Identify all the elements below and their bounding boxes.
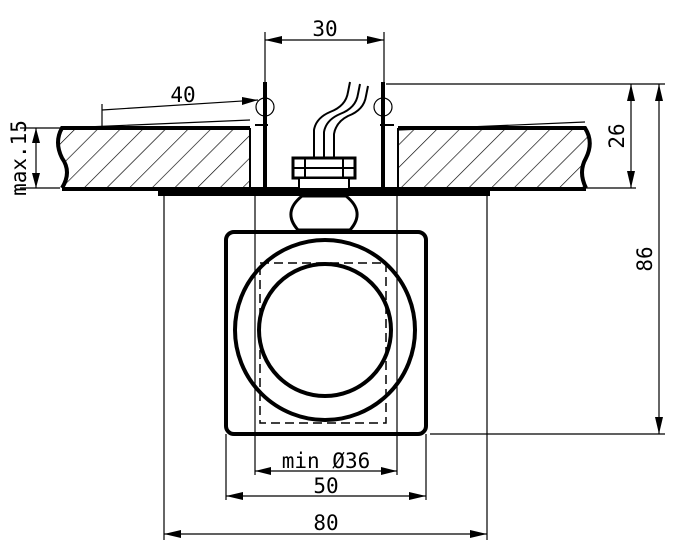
terminal-block <box>291 156 357 190</box>
dimension-body-width-label: 50 <box>313 474 338 498</box>
dimension-total-height-label: 86 <box>633 246 657 271</box>
dimension-max-thickness: max.15 <box>7 120 40 196</box>
dimension-total-height: 86 <box>633 84 663 434</box>
ceiling-left-section <box>56 126 251 190</box>
dimension-body-width: 50 <box>226 474 426 500</box>
dimension-top-width: 30 <box>265 17 384 44</box>
spring-clip-right <box>373 82 394 189</box>
dimension-upper-height: 26 <box>605 84 635 188</box>
spring-clip-left <box>255 82 275 189</box>
dimension-top-width-label: 30 <box>312 17 337 41</box>
lamp-housing <box>224 230 428 436</box>
lamp-neck <box>289 194 359 232</box>
dimension-flange-width: 80 <box>164 511 487 538</box>
dimension-offset: 40 <box>101 83 259 128</box>
dimension-flange-width-label: 80 <box>313 511 338 535</box>
dimension-min-hole-label: min Ø36 <box>282 449 371 473</box>
dimension-min-hole: min Ø36 <box>255 449 397 475</box>
ceiling-right-section <box>397 126 592 189</box>
dimension-upper-height-label: 26 <box>605 123 629 148</box>
dimension-offset-label: 40 <box>170 83 195 107</box>
wires <box>313 81 369 158</box>
dimension-max-thickness-label: max.15 <box>7 120 31 196</box>
